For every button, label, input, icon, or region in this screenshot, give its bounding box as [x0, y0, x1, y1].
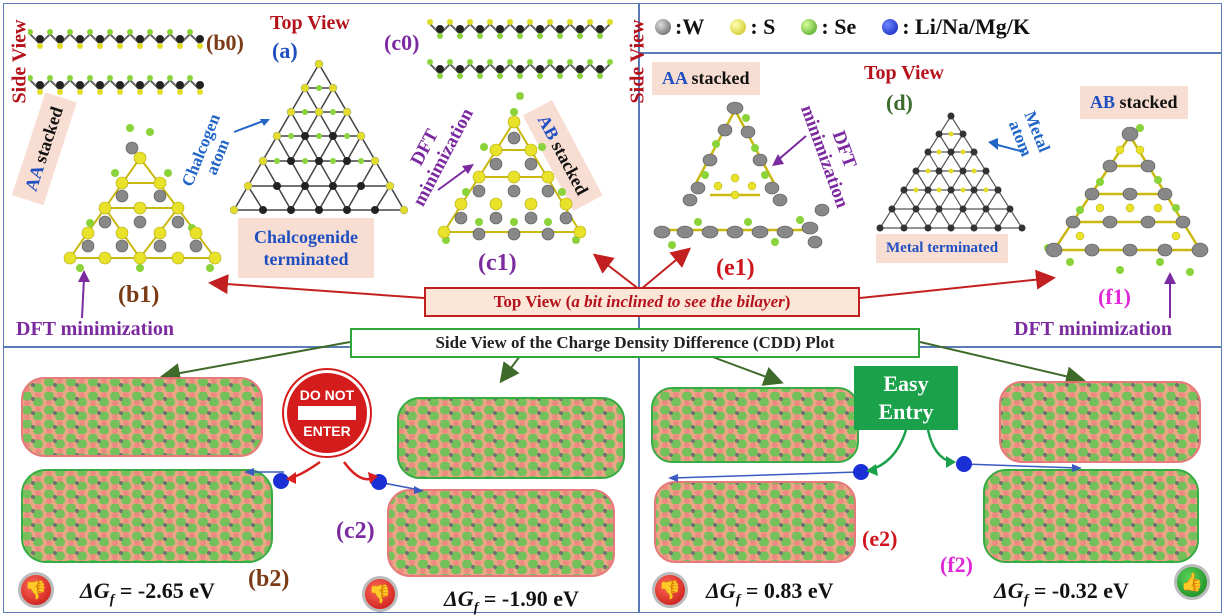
aa-stacked-box-right: AA stacked — [652, 62, 760, 95]
e1-dft-arrow — [772, 135, 807, 166]
b1-dft-arrow — [78, 270, 90, 319]
top-view-banner-prefix: Top View ( — [493, 292, 572, 311]
energy-b2-value: = -2.65 eV — [114, 578, 215, 603]
structure-b1-aa-top — [63, 124, 222, 272]
metal-terminated-box: Metal terminated — [876, 234, 1009, 263]
stacked-label-f: stacked — [1115, 92, 1178, 112]
dft-minimization-f1: DFT minimization — [1014, 318, 1172, 340]
label-c2: (c2) — [336, 518, 375, 544]
selenium-atom-icon — [801, 19, 818, 35]
legend: :W : S : Se : Li/Na/Mg/K — [655, 14, 1056, 40]
legend-divider — [639, 52, 1222, 54]
label-b1: (b1) — [118, 282, 160, 308]
do-not-text: DO NOT — [299, 387, 355, 403]
cdd-b2-bottom-layer — [21, 469, 273, 563]
energy-e2-prefix: ΔG — [706, 578, 736, 603]
energy-b2: ΔGf = -2.65 eV — [80, 578, 215, 608]
do-not-enter-sign: DO NOT ENTER — [284, 370, 370, 456]
label-a: (a) — [272, 38, 298, 63]
top-view-banner-italic: a bit inclined to see the bilayer — [571, 292, 785, 311]
ab-stacked-box-right: AB stacked — [1080, 86, 1188, 119]
label-c1: (c1) — [478, 250, 517, 276]
intercalant-atom-icon — [882, 19, 899, 35]
bottom-right-panel-frame — [639, 347, 1222, 613]
chalcogen-arrow — [233, 119, 270, 133]
energy-c2-value: = -1.90 eV — [478, 586, 579, 611]
legend-item-w: :W — [655, 14, 704, 40]
legend-item-intercalant: : Li/Na/Mg/K — [882, 14, 1030, 40]
intercalant-e2 — [853, 464, 869, 480]
cdd-e2-bottom-layer — [654, 481, 856, 563]
easy-entry-box: Easy Entry — [854, 366, 958, 430]
energy-b2-sub: f — [109, 592, 115, 608]
energy-e2: ΔGf = 0.83 eV — [706, 578, 834, 608]
energy-e2-sub: f — [735, 592, 741, 608]
label-c0: (c0) — [384, 30, 420, 55]
top-view-label-d: Top View — [864, 62, 944, 84]
energy-f2-value: = -0.32 eV — [1028, 578, 1129, 603]
top-right-panel-frame — [639, 3, 1222, 347]
thumbs-down-icon-e2: 👎 — [652, 572, 688, 608]
energy-c2: ΔGf = -1.90 eV — [444, 586, 579, 616]
dft-minimization-b1: DFT minimization — [16, 318, 174, 340]
f1-dft-arrow — [1164, 272, 1176, 318]
thumbs-down-icon-b2: 👎 — [18, 572, 54, 608]
sulfur-atom-icon — [730, 19, 747, 35]
cdd-b2-top-layer — [21, 377, 263, 457]
energy-e2-value: = 0.83 eV — [740, 578, 834, 603]
energy-c2-prefix: ΔG — [444, 586, 474, 611]
cdd-c2-bottom-layer — [387, 489, 615, 577]
structure-f1-ab-metal — [1044, 124, 1209, 276]
energy-f2-sub: f — [1023, 592, 1029, 608]
energy-f2: ΔGf = -0.32 eV — [994, 578, 1129, 608]
structure-c1-ab-top — [437, 92, 586, 244]
structure-d-top-view — [876, 112, 1026, 232]
legend-item-s: : S — [730, 14, 775, 40]
stacked-label-right: stacked — [687, 68, 750, 88]
label-e1: (e1) — [716, 255, 755, 281]
structure-b0-side-view — [28, 29, 204, 95]
label-d: (d) — [886, 90, 913, 115]
energy-c2-sub: f — [473, 600, 479, 616]
cdd-f2-top-layer — [999, 381, 1201, 463]
intercalant-b2 — [273, 473, 289, 489]
energy-b2-prefix: ΔG — [80, 578, 110, 603]
top-view-banner: Top View (a bit inclined to see the bila… — [424, 287, 860, 317]
c1-dft-arrow — [437, 164, 474, 191]
cdd-f2-bottom-layer — [983, 469, 1199, 563]
label-e2: (e2) — [862, 526, 898, 551]
structure-a-top-view — [230, 60, 408, 215]
metal-atom-arrow — [988, 138, 1025, 153]
cdd-c2-top-layer — [397, 397, 625, 479]
top-view-banner-suffix: ) — [784, 292, 791, 311]
legend-item-se: : Se — [801, 14, 856, 40]
tungsten-atom-icon — [655, 19, 671, 35]
energy-f2-prefix: ΔG — [994, 578, 1024, 603]
structure-e1-aa-metal — [653, 101, 830, 249]
thumbs-up-icon-f2: 👍 — [1174, 564, 1210, 600]
enter-text: ENTER — [303, 423, 351, 439]
do-not-enter-bar — [298, 406, 356, 420]
aa-label-right: AA — [662, 68, 688, 88]
cdd-banner: Side View of the Charge Density Differen… — [350, 328, 920, 358]
label-b0: (b0) — [206, 30, 244, 55]
label-f1: (f1) — [1098, 284, 1131, 309]
thumbs-down-icon-c2: 👎 — [362, 576, 398, 612]
ab-label-right: AB — [1090, 92, 1116, 112]
label-f2: (f2) — [940, 552, 973, 577]
label-b2: (b2) — [248, 566, 290, 592]
chalcogenide-terminated-box: Chalcogenide terminated — [238, 218, 374, 278]
cdd-e2-top-layer — [651, 387, 859, 463]
top-view-label-a: Top View — [270, 12, 350, 34]
intercalant-f2 — [956, 456, 972, 472]
structure-c0-side-view — [427, 19, 613, 79]
